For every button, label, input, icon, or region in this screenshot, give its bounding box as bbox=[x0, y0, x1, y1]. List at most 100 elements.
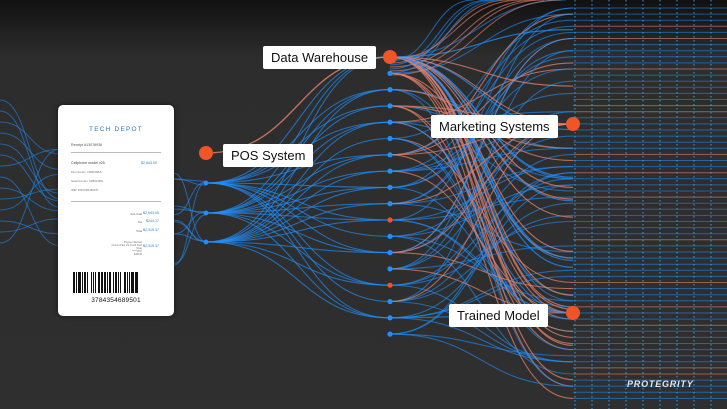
receipt-payment-line: Payment Method bbox=[123, 241, 142, 244]
flow-line bbox=[389, 13, 574, 270]
barcode bbox=[73, 272, 159, 293]
receipt-tax-value: $244.17 bbox=[146, 219, 159, 223]
flow-node-dot bbox=[387, 87, 393, 93]
flow-line bbox=[389, 203, 574, 253]
flow-line bbox=[0, 143, 61, 194]
flow-line bbox=[389, 56, 574, 296]
flow-line bbox=[389, 121, 574, 314]
flow-node-dot bbox=[387, 201, 393, 207]
barcode-bar bbox=[95, 272, 97, 293]
flow-line bbox=[389, 72, 574, 387]
barcode-bar bbox=[81, 272, 83, 293]
flow-node-dot bbox=[203, 239, 209, 245]
node-label-pos-system: POS System bbox=[223, 144, 314, 167]
barcode-bar bbox=[100, 272, 104, 293]
flow-node-dot bbox=[387, 184, 393, 190]
flow-node-dot bbox=[387, 168, 393, 174]
flow-line bbox=[389, 72, 574, 314]
receipt-payment-line: Amount Paid Via Credit Card bbox=[111, 244, 142, 247]
flow-line bbox=[389, 166, 574, 205]
flow-line bbox=[205, 203, 391, 214]
barcode-bar bbox=[83, 272, 86, 293]
receipt-subtotal-value: $2,643.00 bbox=[143, 211, 159, 215]
barcode-bar bbox=[124, 272, 126, 293]
sample-receipt: TECH DEPOT Receipt #13078936 Cellphone m… bbox=[58, 105, 174, 316]
receipt-payment-line: (Visa) bbox=[135, 247, 142, 250]
flow-line bbox=[0, 176, 61, 246]
barcode-bar bbox=[104, 272, 107, 293]
flow-line bbox=[389, 178, 574, 286]
flow-line bbox=[0, 188, 61, 200]
flow-line bbox=[205, 182, 391, 188]
flow-line bbox=[389, 0, 561, 76]
flow-line bbox=[389, 56, 574, 87]
flow-line bbox=[205, 170, 391, 214]
receipt-payment-amount: $2,315.37 bbox=[143, 244, 159, 248]
barcode-bar bbox=[117, 272, 119, 293]
flow-line bbox=[389, 252, 574, 290]
receipt-divider bbox=[71, 152, 161, 153]
flow-line bbox=[205, 241, 391, 319]
flow-line bbox=[389, 62, 574, 156]
flow-line bbox=[205, 241, 391, 286]
flow-line bbox=[389, 0, 544, 72]
flow-line bbox=[0, 218, 61, 233]
flow-line bbox=[389, 68, 574, 123]
barcode-bar bbox=[131, 272, 134, 293]
flow-line bbox=[389, 13, 574, 156]
receipt-payment-line: $49915 bbox=[134, 253, 142, 256]
flow-node-dot bbox=[387, 70, 393, 76]
flow-line bbox=[205, 182, 391, 286]
flow-line bbox=[389, 0, 566, 58]
receipt-store-name: TECH DEPOT bbox=[89, 126, 143, 133]
barcode-bar bbox=[115, 272, 117, 293]
flow-node-dot bbox=[387, 103, 393, 109]
barcode-bar bbox=[126, 272, 128, 293]
flow-line bbox=[389, 29, 574, 58]
flow-line bbox=[205, 212, 391, 286]
flow-node-dot bbox=[387, 266, 393, 272]
flow-line bbox=[205, 121, 391, 214]
flow-node-dot bbox=[383, 50, 397, 64]
receipt-payment-method: Payment Method Amount Paid Via Credit Ca… bbox=[111, 241, 142, 256]
flow-line bbox=[205, 182, 391, 303]
node-label-marketing-systems: Marketing Systems bbox=[431, 115, 558, 138]
barcode-bar bbox=[134, 272, 137, 293]
flow-node-dot bbox=[387, 298, 393, 305]
flow-line bbox=[389, 0, 522, 60]
flow-line bbox=[205, 241, 391, 254]
barcode-bar bbox=[92, 272, 95, 293]
flow-node-dot bbox=[566, 117, 580, 131]
flow-line bbox=[173, 219, 207, 242]
flow-line bbox=[205, 121, 391, 243]
flow-line bbox=[0, 121, 61, 155]
flow-line bbox=[205, 186, 391, 214]
flow-line bbox=[389, 333, 574, 357]
flow-line bbox=[389, 56, 574, 268]
flow-line bbox=[0, 148, 61, 244]
receipt-item-price: $2,643.00 bbox=[141, 161, 157, 165]
barcode-bar bbox=[113, 272, 115, 293]
flow-line bbox=[0, 132, 61, 170]
receipt-divider bbox=[71, 201, 161, 202]
flow-line bbox=[389, 245, 574, 270]
barcode-bar bbox=[107, 272, 108, 293]
barcode-bar bbox=[108, 272, 111, 293]
barcode-bar bbox=[87, 272, 89, 293]
flow-line bbox=[389, 72, 574, 259]
flow-node-dot bbox=[387, 135, 393, 142]
flow-node-dot bbox=[203, 180, 209, 186]
barcode-bar bbox=[137, 272, 139, 293]
flow-line bbox=[0, 187, 61, 212]
flow-node-dot bbox=[387, 152, 393, 158]
flow-line bbox=[205, 212, 391, 319]
flow-node-dot bbox=[387, 217, 393, 223]
barcode-bar bbox=[90, 272, 92, 293]
flow-line bbox=[205, 203, 391, 243]
barcode-bar bbox=[138, 272, 140, 293]
flow-line bbox=[389, 56, 574, 346]
flow-line bbox=[205, 212, 391, 254]
flow-line bbox=[205, 182, 391, 254]
